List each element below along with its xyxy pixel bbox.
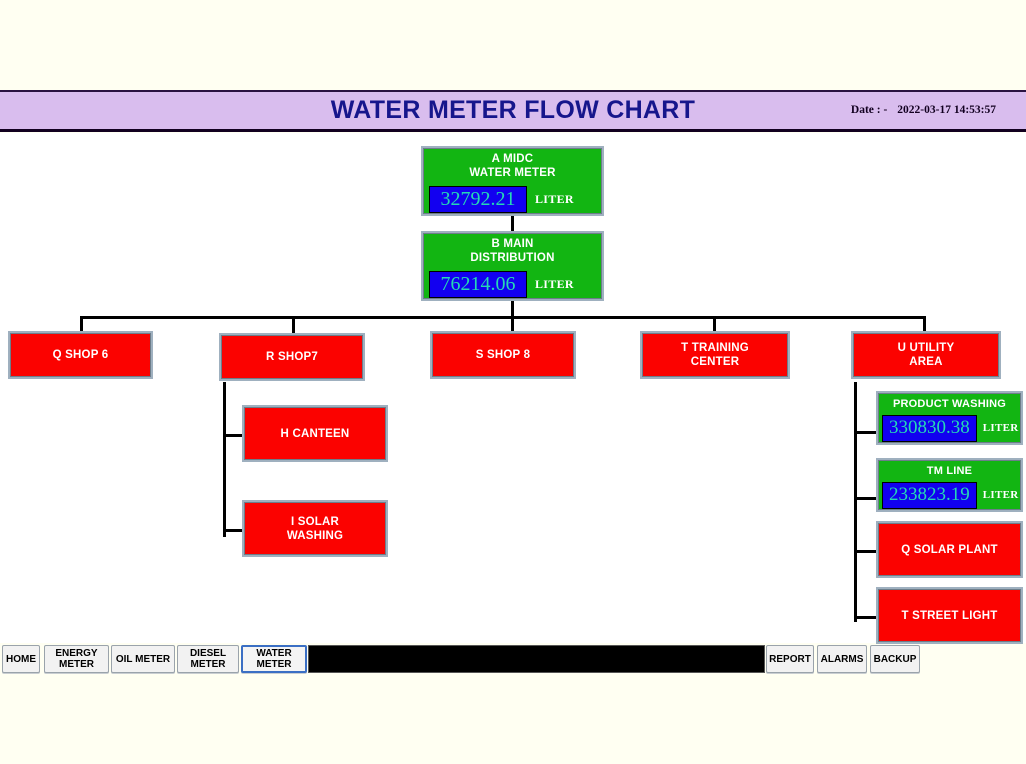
- meter-unit: LITER: [982, 489, 1019, 501]
- node-training-center[interactable]: T TRAINING CENTER: [640, 331, 790, 379]
- connector-bus-to-shop6: [80, 316, 83, 332]
- meter-value: 32792.21: [429, 185, 527, 213]
- datetime-display: Date : - 2022-03-17 14:53:57: [851, 104, 996, 116]
- connector-main-to-bus: [511, 300, 514, 318]
- tab-label: HOME: [6, 653, 36, 665]
- node-label: T TRAINING CENTER: [681, 342, 749, 368]
- node-label: T STREET LIGHT: [901, 609, 998, 622]
- node-solar-plant[interactable]: Q SOLAR PLANT: [876, 521, 1023, 578]
- button-label: BACKUP: [873, 653, 917, 665]
- connector-utility-to-tm-line: [854, 497, 878, 500]
- connector-bus-to-shop7: [292, 316, 295, 334]
- page-header: WATER METER FLOW CHART Date : - 2022-03-1…: [0, 90, 1026, 132]
- node-product-washing[interactable]: PRODUCT WASHING 330830.38 LITER: [876, 391, 1023, 445]
- connector-bus-to-shop8: [511, 316, 514, 332]
- backup-button[interactable]: BACKUP: [870, 645, 920, 673]
- meter-readout: 233823.19 LITER: [878, 481, 1021, 509]
- date-value: 2022-03-17 14:53:57: [897, 104, 996, 116]
- tab-label: WATER METER: [256, 648, 292, 670]
- node-label: A MIDC WATER METER: [469, 152, 556, 179]
- flow-chart-canvas: A MIDC WATER METER 32792.21 LITER B MAIN…: [0, 133, 1026, 644]
- meter-readout: 32792.21 LITER: [423, 185, 602, 213]
- meter-value: 233823.19: [882, 481, 977, 509]
- meter-readout: 76214.06 LITER: [423, 270, 602, 298]
- tab-water-meter[interactable]: WATER METER: [241, 645, 307, 673]
- meter-value: 76214.06: [429, 270, 527, 298]
- report-button[interactable]: REPORT: [766, 645, 814, 673]
- node-utility-area[interactable]: U UTILITY AREA: [851, 331, 1001, 379]
- button-label: REPORT: [769, 653, 811, 665]
- node-shop8[interactable]: S SHOP 8: [430, 331, 576, 379]
- node-shop7[interactable]: R SHOP7: [219, 333, 365, 381]
- connector-shop7-to-solar-washing: [223, 529, 245, 532]
- button-label: ALARMS: [820, 653, 864, 665]
- node-label: Q SHOP 6: [52, 349, 109, 361]
- connector-utility-to-street-light: [854, 616, 878, 619]
- tab-label: DIESEL METER: [189, 648, 227, 670]
- tab-label: ENERGY METER: [55, 648, 98, 670]
- node-label: TM LINE: [926, 464, 973, 477]
- meter-unit: LITER: [982, 422, 1019, 434]
- date-label: Date : -: [850, 104, 888, 116]
- distribution-bus: [80, 316, 926, 319]
- meter-value: 330830.38: [882, 414, 977, 442]
- page-title: WATER METER FLOW CHART: [330, 96, 696, 124]
- tab-label: OIL METER: [115, 653, 171, 665]
- node-label: Q SOLAR PLANT: [901, 543, 998, 556]
- connector-bus-to-utility: [923, 316, 926, 332]
- node-main-distribution[interactable]: B MAIN DISTRIBUTION 76214.06 LITER: [421, 231, 604, 301]
- node-solar-washing[interactable]: I SOLAR WASHING: [242, 500, 388, 557]
- node-label: I SOLAR WASHING: [286, 515, 344, 542]
- connector-utility-to-product-washing: [854, 431, 878, 434]
- node-label: R SHOP7: [266, 351, 318, 363]
- node-tm-line[interactable]: TM LINE 233823.19 LITER: [876, 458, 1023, 512]
- node-street-light[interactable]: T STREET LIGHT: [876, 587, 1023, 644]
- connector-utility-trunk: [854, 382, 857, 622]
- meter-unit: LITER: [535, 191, 574, 206]
- connector-bus-to-training: [713, 316, 716, 332]
- node-shop6[interactable]: Q SHOP 6: [8, 331, 153, 379]
- meter-unit: LITER: [535, 276, 574, 291]
- node-midc-water-meter[interactable]: A MIDC WATER METER 32792.21 LITER: [421, 146, 604, 216]
- bottom-toolbar: HOME ENERGY METER OIL METER DIESEL METER…: [0, 645, 1026, 677]
- node-label: U UTILITY AREA: [897, 342, 955, 368]
- status-bar: [308, 645, 765, 673]
- tab-energy-meter[interactable]: ENERGY METER: [44, 645, 109, 673]
- connector-utility-to-solar-plant: [854, 550, 878, 553]
- connector-shop7-trunk: [223, 382, 226, 537]
- node-label: S SHOP 8: [475, 349, 531, 361]
- meter-readout: 330830.38 LITER: [878, 414, 1021, 442]
- tab-oil-meter[interactable]: OIL METER: [111, 645, 175, 673]
- connector-midc-to-main: [511, 215, 514, 237]
- node-label: H CANTEEN: [280, 427, 350, 440]
- connector-shop7-to-canteen: [223, 434, 245, 437]
- node-canteen[interactable]: H CANTEEN: [242, 405, 388, 462]
- tab-home[interactable]: HOME: [2, 645, 40, 673]
- node-label: PRODUCT WASHING: [893, 397, 1006, 410]
- alarms-button[interactable]: ALARMS: [817, 645, 867, 673]
- node-label: B MAIN DISTRIBUTION: [470, 237, 555, 264]
- tab-diesel-meter[interactable]: DIESEL METER: [177, 645, 239, 673]
